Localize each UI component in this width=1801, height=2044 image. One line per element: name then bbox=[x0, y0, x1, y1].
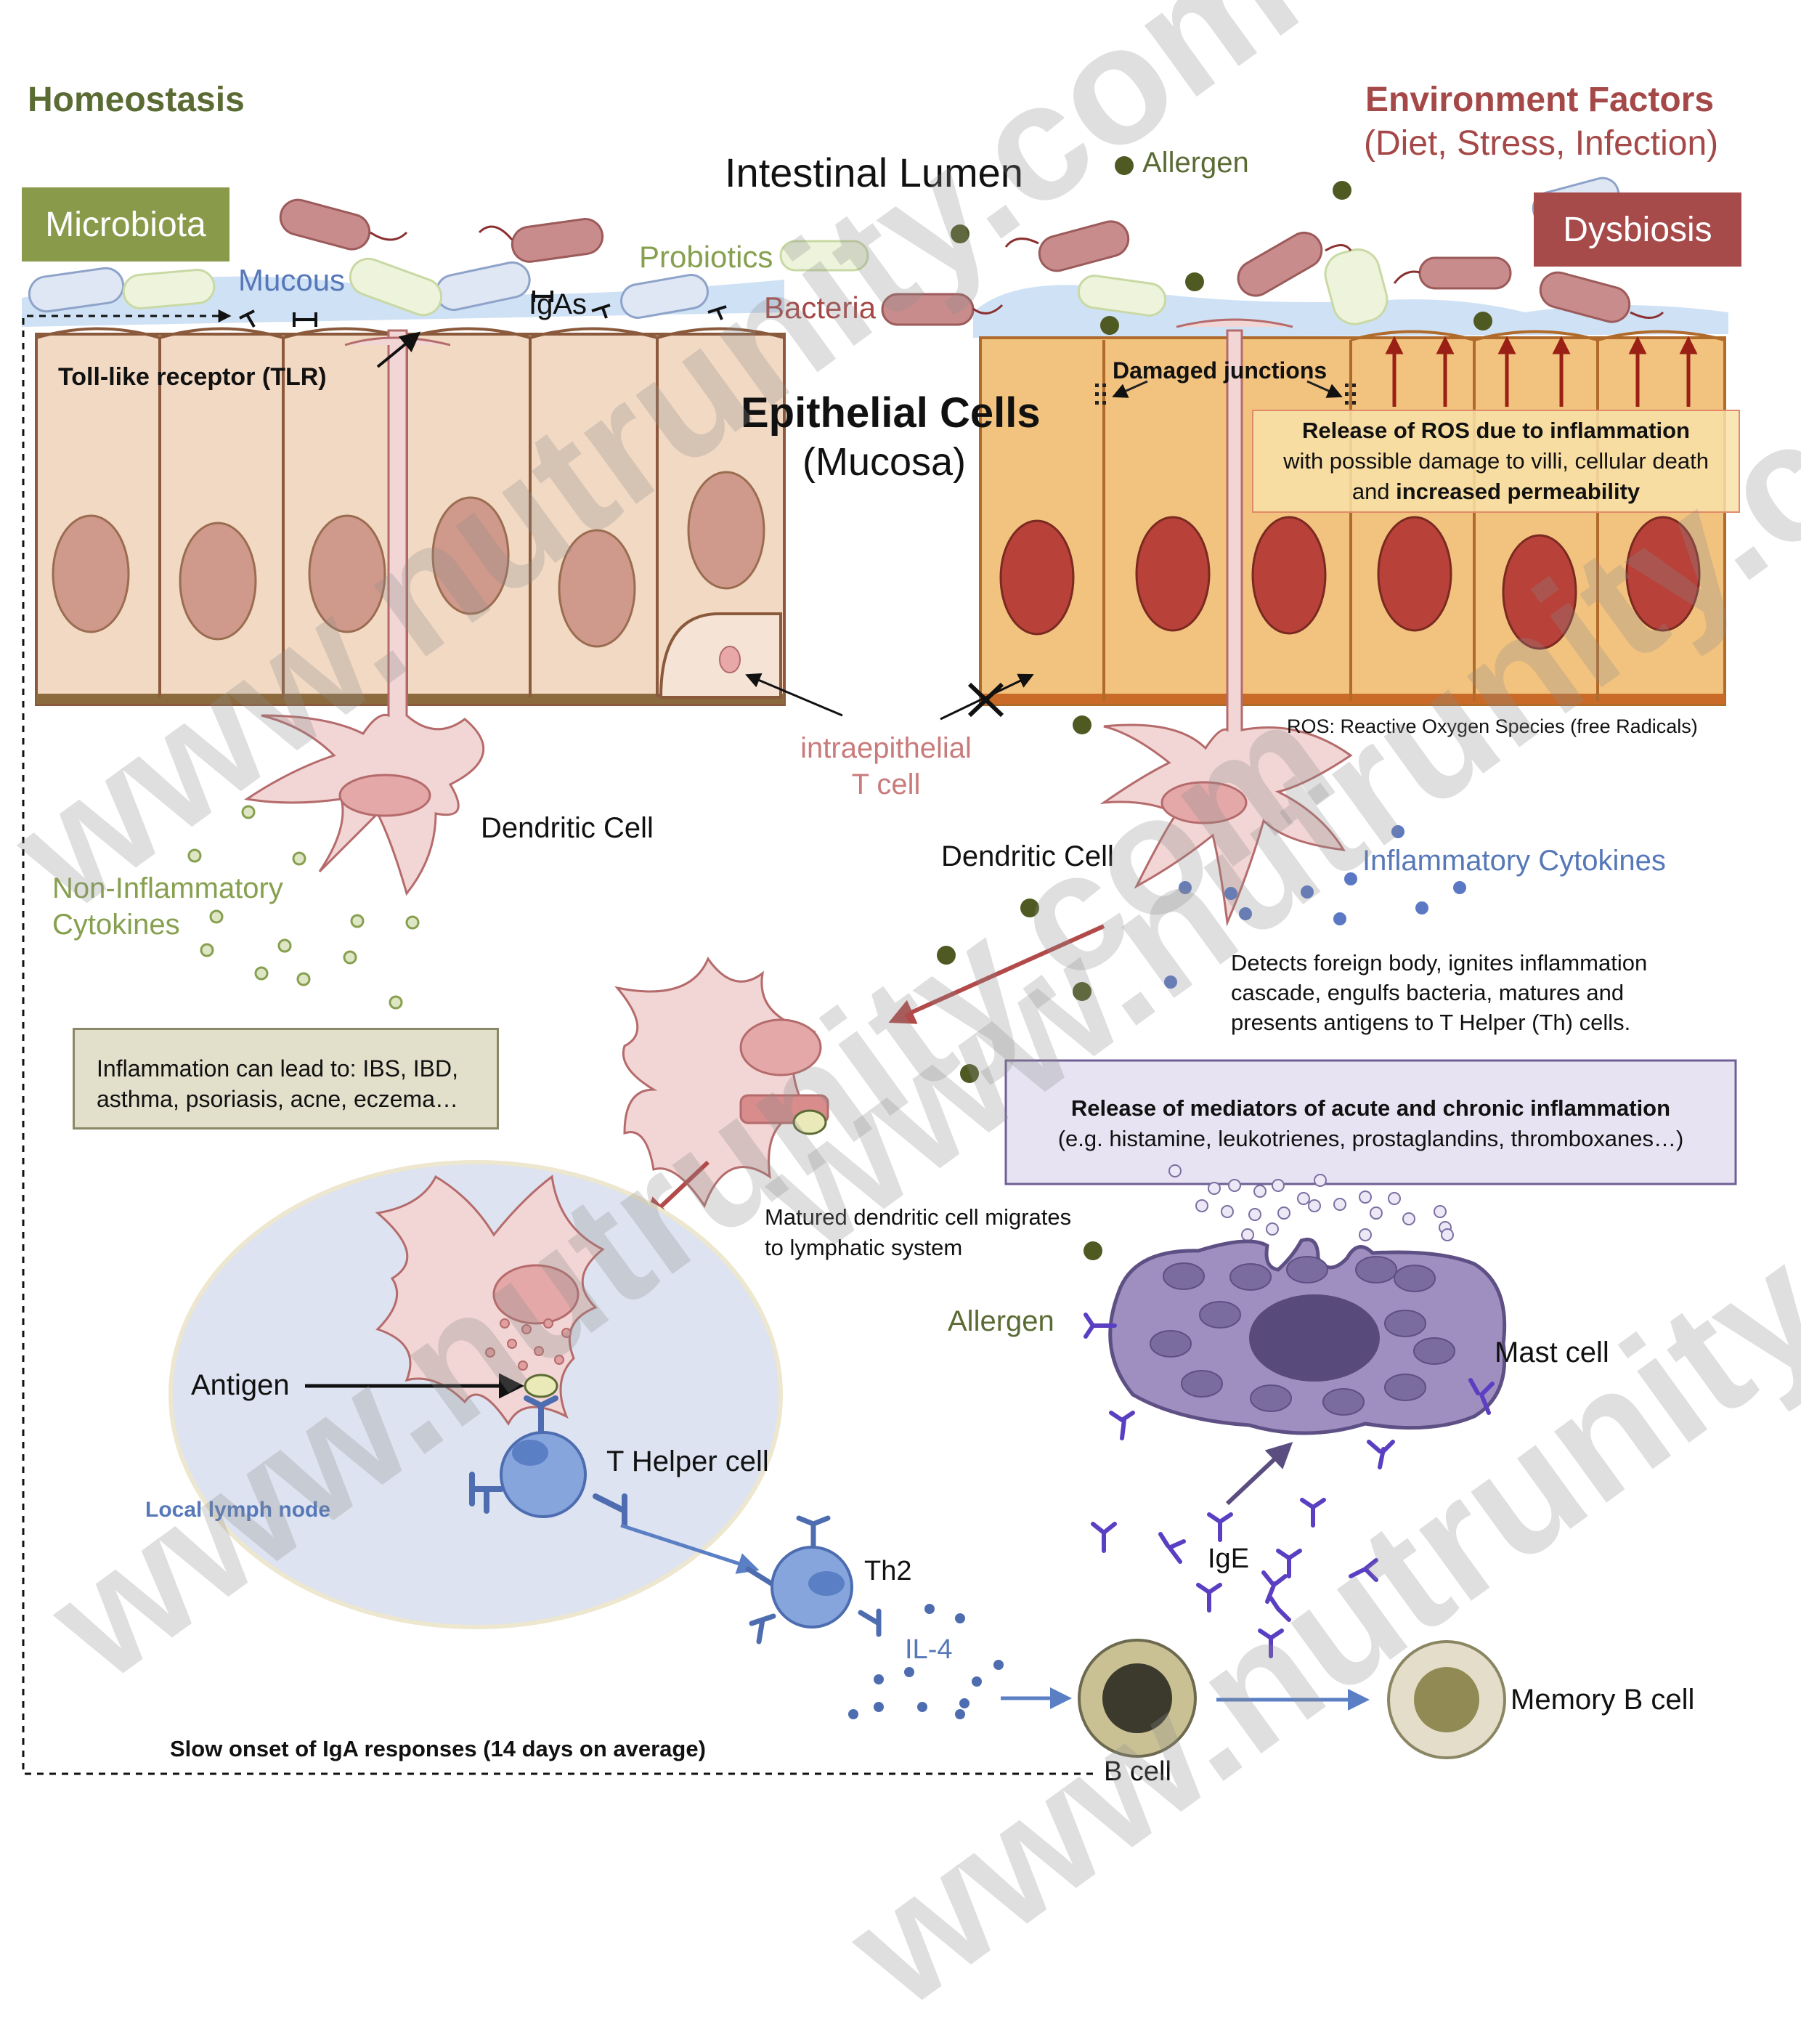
nucleus bbox=[179, 522, 257, 641]
ros-line-3-prefix: and bbox=[1351, 479, 1397, 504]
presenting-dendritic-cell bbox=[375, 1175, 605, 1426]
slow-onset-label: Slow onset of IgA responses (14 days on … bbox=[170, 1736, 706, 1761]
memory-b-cell bbox=[1387, 1640, 1506, 1759]
epithelial-title: Epithelial Cells bbox=[741, 389, 1041, 437]
tlr-label: Toll-like receptor (TLR) bbox=[58, 363, 327, 391]
mediators-sub: (e.g. histamine, leukotrienes, prostagla… bbox=[1057, 1126, 1684, 1151]
disease-line-2: asthma, psoriasis, acne, eczema… bbox=[97, 1086, 458, 1112]
dendritic-label-right: Dendritic Cell bbox=[941, 840, 1114, 872]
lymph-node-label: Local lymph node bbox=[145, 1498, 331, 1522]
il4-particles bbox=[848, 1604, 1004, 1719]
matured-line-1: Matured dendritic cell migrates bbox=[765, 1204, 1072, 1230]
ros-footnote: ROS: Reactive Oxygen Species (free Radic… bbox=[1287, 715, 1698, 737]
damaged-junctions-label: Damaged junctions bbox=[1113, 357, 1328, 384]
mediators-title: Release of mediators of acute and chroni… bbox=[1070, 1095, 1671, 1121]
non-inflammatory-cytokines-label: Non-Inflammatory Cytokines bbox=[52, 870, 283, 943]
ros-text: Release of ROS due to inflammation with … bbox=[1253, 415, 1739, 507]
ros-line-2: with possible damage to villi, cellular … bbox=[1283, 448, 1709, 474]
mediators-text: Release of mediators of acute and chroni… bbox=[1006, 1093, 1736, 1154]
inflammatory-cytokines-label: Inflammatory Cytokines bbox=[1362, 845, 1666, 877]
epithelial-subtitle: (Mucosa) bbox=[802, 440, 967, 484]
nucleus bbox=[558, 529, 636, 648]
microbiota-badge: Microbiota bbox=[22, 187, 229, 261]
mucous-label: Mucous bbox=[238, 263, 346, 297]
inflammatory-cytokines bbox=[1164, 825, 1466, 989]
allergen-particles bbox=[937, 156, 1492, 1260]
inflamed-epithelium bbox=[973, 285, 1740, 706]
mediators-box bbox=[1004, 1059, 1737, 1185]
disease-line-1: Inflammation can lead to: IBS, IBD, bbox=[97, 1055, 459, 1082]
matured-line-2: to lymphatic system bbox=[765, 1235, 963, 1260]
basement-membrane-right bbox=[980, 694, 1725, 704]
detects-line-2: cascade, engulfs bacteria, matures and bbox=[1231, 980, 1625, 1005]
disease-box: Inflammation can lead to: IBS, IBD, asth… bbox=[73, 1028, 499, 1130]
b-cell bbox=[1078, 1639, 1197, 1758]
allergen-label-mast: Allergen bbox=[948, 1305, 1054, 1337]
dendritic-cell-right bbox=[1099, 318, 1353, 927]
iga-feedback-dashed-line bbox=[22, 309, 1093, 1775]
basement-membrane-left bbox=[36, 694, 784, 704]
iga-antibodies bbox=[239, 291, 727, 328]
t-cell-line-1: intraepithelial bbox=[800, 732, 972, 764]
ige-arrow bbox=[1225, 1442, 1293, 1506]
allergen-label-top: Allergen bbox=[1142, 147, 1249, 179]
matured-dendritic-cell bbox=[614, 956, 829, 1209]
t-helper-cell bbox=[469, 1395, 627, 1528]
microbes bbox=[28, 177, 1664, 326]
mediator-granules bbox=[1168, 1164, 1454, 1241]
th2-cell bbox=[745, 1515, 882, 1644]
mast-cell-label: Mast cell bbox=[1495, 1337, 1609, 1368]
memory-b-cell-label: Memory B cell bbox=[1511, 1684, 1695, 1716]
th2-label: Th2 bbox=[864, 1556, 912, 1586]
t-cell-line-2: T cell bbox=[851, 768, 921, 800]
detects-text: Detects foreign body, ignites inflammati… bbox=[1231, 948, 1647, 1037]
probiotics-label: Probiotics bbox=[639, 240, 773, 274]
nucleus bbox=[687, 471, 765, 590]
nucleus bbox=[308, 514, 386, 633]
nucleus bbox=[431, 496, 510, 615]
x-mark bbox=[967, 682, 1004, 718]
intraepithelial-t-cell-label: intraepithelial T cell bbox=[770, 730, 1002, 803]
ros-bold-line: Release of ROS due to inflammation bbox=[1302, 418, 1690, 443]
t-helper-label: T Helper cell bbox=[606, 1445, 769, 1477]
dendritic-cell-left bbox=[244, 329, 485, 896]
detects-line-1: Detects foreign body, ignites inflammati… bbox=[1231, 950, 1648, 976]
intestinal-lumen-label: Intestinal Lumen bbox=[725, 150, 1023, 195]
diagram-canvas bbox=[22, 156, 1740, 1775]
il4-label: IL-4 bbox=[905, 1634, 953, 1665]
homeostasis-heading: Homeostasis bbox=[28, 81, 245, 119]
ige-antibodies bbox=[1084, 1313, 1495, 1658]
antigen-label: Antigen bbox=[191, 1369, 290, 1401]
matured-text: Matured dendritic cell migrates to lymph… bbox=[765, 1202, 1071, 1263]
cytokines-line-1: Non-Inflammatory bbox=[52, 872, 283, 904]
non-inflammatory-cytokines bbox=[187, 805, 420, 1010]
igas-label: IgAs bbox=[529, 288, 588, 320]
ros-line-3: and increased permeability bbox=[1253, 476, 1739, 507]
ros-box bbox=[1252, 410, 1740, 513]
dysbiosis-badge: Dysbiosis bbox=[1534, 192, 1741, 267]
th2-arrow bbox=[620, 1523, 760, 1574]
cytokines-line-2: Cytokines bbox=[52, 909, 180, 941]
environment-subtitle: (Diet, Stress, Infection) bbox=[1364, 124, 1719, 163]
ros-line-3-bold: increased permeability bbox=[1396, 479, 1641, 504]
mast-cell bbox=[1108, 1238, 1507, 1435]
ige-label: IgE bbox=[1208, 1544, 1250, 1574]
b-cell-label: B cell bbox=[1104, 1756, 1171, 1787]
t-cell-nucleus bbox=[719, 646, 741, 673]
bacteria-label: Bacteria bbox=[764, 291, 877, 325]
nucleus bbox=[52, 514, 130, 633]
dendritic-label-left: Dendritic Cell bbox=[481, 812, 654, 844]
environment-title: Environment Factors bbox=[1365, 81, 1715, 119]
detects-line-3: presents antigens to T Helper (Th) cells… bbox=[1231, 1010, 1631, 1035]
